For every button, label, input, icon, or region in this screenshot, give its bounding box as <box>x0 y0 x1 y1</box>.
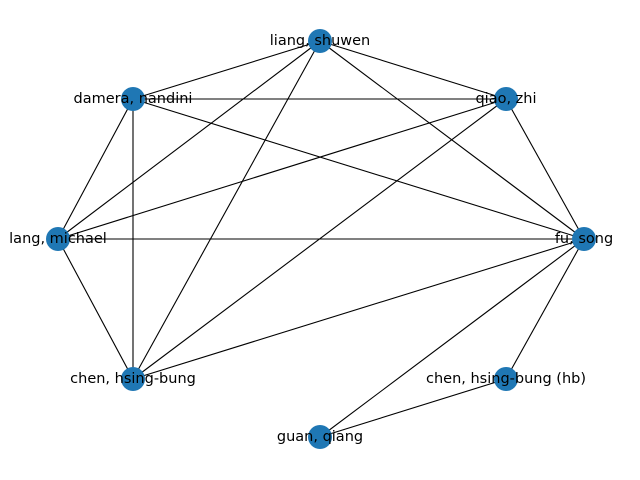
edge-qiao_zhi-fu_song <box>505 98 585 240</box>
edge-fu_song-chen_hsing_bung <box>132 238 585 380</box>
node-label-liang_shuwen: liang, shuwen <box>270 33 370 49</box>
edge-liang_shuwen-lang_michael <box>57 40 321 240</box>
node-label-fu_song: fu, song <box>555 231 613 247</box>
node-chen_hsing_bung <box>121 367 145 391</box>
edge-liang_shuwen-chen_hsing_bung <box>132 40 321 380</box>
node-damera_nandini <box>121 87 145 111</box>
edge-damera_nandini-lang_michael <box>57 98 134 240</box>
node-lang_michael <box>46 227 70 251</box>
edge-damera_nandini-fu_song <box>132 98 585 240</box>
edge-layer <box>57 40 585 438</box>
edge-lang_michael-chen_hsing_bung <box>57 238 134 380</box>
node-label-guan_qiang: guan, qiang <box>277 429 363 445</box>
edge-liang_shuwen-damera_nandini <box>132 40 321 100</box>
node-fu_song <box>572 227 596 251</box>
node-label-damera_nandini: damera, nandini <box>74 91 193 107</box>
edge-fu_song-guan_qiang <box>319 238 585 438</box>
node-layer <box>46 29 596 449</box>
node-liang_shuwen <box>308 29 332 53</box>
edge-qiao_zhi-lang_michael <box>57 98 507 240</box>
node-label-qiao_zhi: qiao, zhi <box>475 91 536 107</box>
node-qiao_zhi <box>494 87 518 111</box>
label-layer: liang, shuwen qiao, zhi fu, song chen, hsin… <box>9 33 613 445</box>
node-label-lang_michael: lang, michael <box>9 231 107 247</box>
node-chen_hsing_bung_hb <box>494 367 518 391</box>
edge-guan_qiang-chen_hsing_bung_hb <box>319 378 507 438</box>
node-label-chen_hsing_bung_hb: chen, hsing-bung (hb) <box>426 371 586 387</box>
edge-fu_song-chen_hsing_bung_hb <box>505 238 585 380</box>
edge-liang_shuwen-qiao_zhi <box>319 40 507 100</box>
node-label-chen_hsing_bung: chen, hsing-bung <box>70 371 196 387</box>
node-guan_qiang <box>308 425 332 449</box>
